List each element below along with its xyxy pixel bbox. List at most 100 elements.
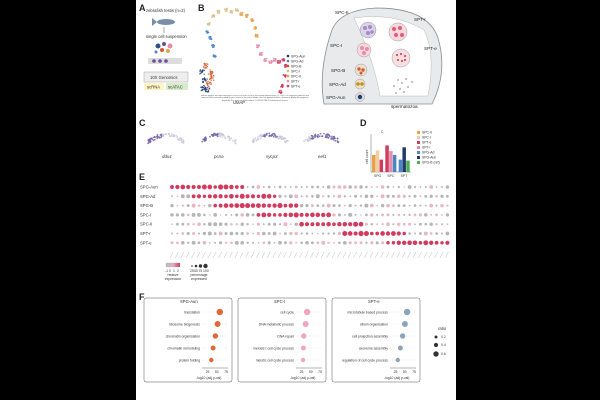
feature-cell [147,138,150,141]
feature-cell [218,135,220,138]
umap-cell-spc-l [237,10,239,12]
umap-cell-spc-l [218,11,221,14]
expression-dot [310,212,315,218]
go-dot [300,357,306,363]
legend-swatch [286,69,290,73]
expression-dot [175,184,180,190]
pct-legend-title: percentage expressed [190,274,208,281]
umap-cell-spg-ad [210,36,212,39]
expression-dot [402,204,406,208]
expression-dot [197,185,201,189]
gene-tick [266,251,271,259]
expression-dot [278,240,282,245]
go-term-label: meiotic cell cycle process [256,358,295,362]
umap-cell-spg-aun [200,89,202,92]
go-x-label: -log10 (adj p-val) [384,376,409,380]
expression-dot [305,232,309,235]
expression-dot [208,241,211,244]
expression-dot [305,195,309,198]
expression-dot [311,232,314,235]
expression-dot [246,241,249,244]
bar-legend-swatch [417,136,420,139]
expression-dot [440,194,444,198]
umap-cell-spg-b [205,64,207,67]
expression-dot [424,213,428,217]
gene-label-eef1: eef1 [318,154,327,159]
expression-dot [170,232,174,235]
expression-dot [327,241,330,244]
expression-dot [376,186,379,188]
umap-cell-spg-ad [212,46,214,49]
expression-dot [445,213,450,217]
feature-cell [260,133,263,136]
expression-dot [332,213,336,217]
feature-cell [204,136,207,139]
legend-label: SPC-l [291,69,300,73]
umap-cell-spg-b [207,85,209,87]
feature-cell [203,139,206,141]
umap-cell-spt-r [258,54,261,56]
expression-dot [333,195,335,198]
preprint-footnote: bioRxiv preprint doi: https://doi.org/10… [201,95,309,102]
bar-legend-swatch [417,146,420,149]
expression-dot [418,222,422,226]
feature-cell [331,135,333,138]
umap-cell-spg-b [212,77,214,79]
gene-tick [326,251,330,259]
legend-label: SPC-II [291,74,301,78]
umap-cell-spg-b [211,72,213,74]
bar-spg [372,154,376,172]
umap-cell-spg-b [210,77,213,80]
pct-legend-box: percentage expressed [190,274,208,281]
feature-cell [162,135,164,138]
bar-legend-label: SPG-B (ref) [422,161,440,165]
umap-cell-spg-ad [205,31,208,33]
umap-cell-spt-r [256,44,258,47]
dot-row-label: SPC-I [140,212,151,217]
umap-cell-spt-e [282,60,284,62]
expression-dot [376,204,379,207]
go-term-label: DNA metabolic process [259,322,295,326]
bar-spt [406,160,410,172]
expression-dot [337,231,341,236]
expression-dot [224,222,228,226]
umap-cell-spg-ad [212,44,215,46]
expression-dot [441,223,443,226]
umap-cell-spt-e [277,60,280,62]
expression-dot [171,223,173,226]
expression-dot [316,185,320,189]
expression-dot [446,204,449,207]
feature-cell [275,136,277,139]
umap-cell-spc-l [216,11,219,13]
gene-tick [169,251,174,259]
expression-dot [315,212,321,218]
spc2-cyst [359,21,377,39]
expression-dot [364,203,369,208]
expression-dot [240,185,245,189]
legend-swatch [286,64,290,68]
expression-dot [310,222,315,227]
gene-tick [358,251,363,259]
umap-cell-spg-b [205,63,207,65]
expression-dot [414,232,416,235]
expression-dot [267,241,271,245]
umap-cell-spt-r [256,46,258,48]
expression-dot [365,241,368,244]
bar-spt [398,159,403,172]
feature-cell [285,140,288,143]
dot-plot-legend: -1 0 1 2 relative expression 25 50 75 10… [165,262,209,281]
feature-cell [314,134,317,137]
umap-cell-spt-e [279,60,282,62]
feature-cell [282,138,285,141]
umap-cell-spc-ii [245,16,247,18]
pct-dot-25 [191,265,193,267]
expression-dot [230,222,233,226]
bar-spc [389,151,393,172]
expression-dot [224,194,228,199]
gene-tick [207,251,212,259]
umap-cell-spg-b [203,67,205,69]
expression-dot [181,204,184,207]
expression-dot [213,212,218,217]
expression-dot [246,223,249,226]
